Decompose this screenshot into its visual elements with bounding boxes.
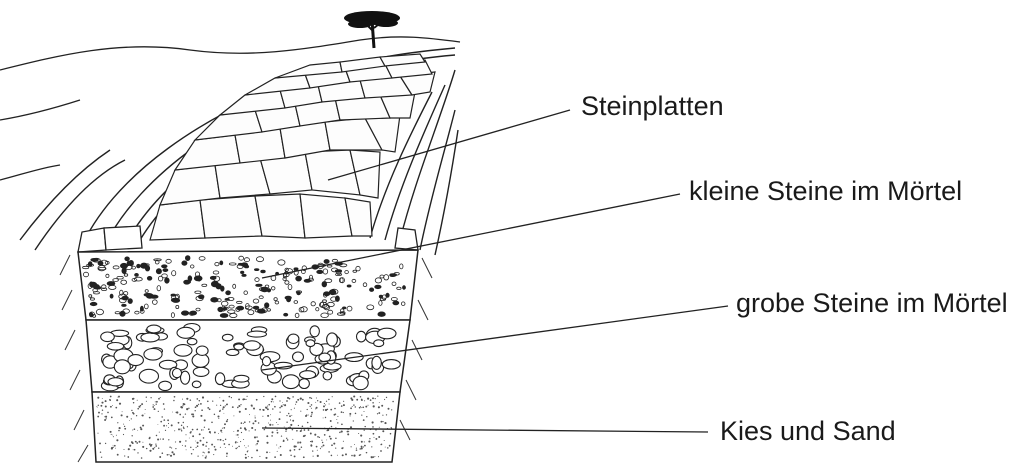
label-kies-und-sand: Kies und Sand — [720, 418, 896, 445]
label-steinplatten: Steinplatten — [581, 93, 724, 120]
label-kleine-steine-im-moertel: kleine Steine im Mörtel — [689, 178, 962, 205]
paving-stones — [150, 54, 435, 240]
tree-icon — [344, 11, 400, 48]
label-grobe-steine-im-moertel: grobe Steine im Mörtel — [736, 290, 1008, 317]
